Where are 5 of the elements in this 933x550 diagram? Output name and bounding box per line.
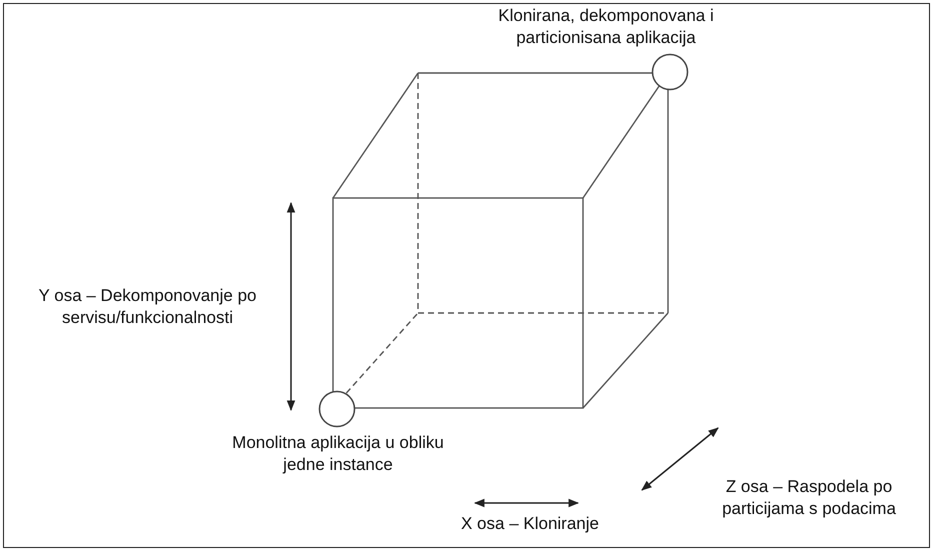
node-caption: Klonirana, dekomponovana i particionisana aplikacija	[497, 5, 715, 49]
node-caption: Monolitna aplikacija u obliku jedne instance	[231, 432, 445, 476]
axis-label: Z osa – Raspodela po particijama s podacima	[721, 476, 897, 520]
axis-label: Y osa – Dekomponovanje po servisu/funkcionalnosti	[37, 285, 258, 329]
axis-label: X osa – Kloniranje	[460, 513, 600, 535]
